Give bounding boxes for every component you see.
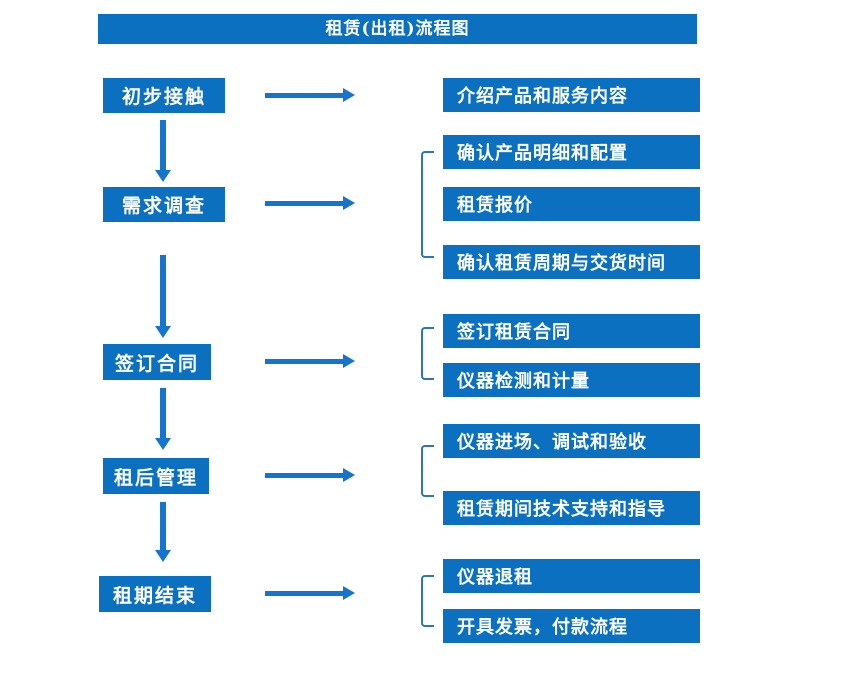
detail-box-instrument-return: 仪器退租 <box>443 559 700 593</box>
group-bracket <box>421 575 434 627</box>
arrow-down-icon <box>155 502 171 562</box>
detail-box-confirm-product-details-config: 确认产品明细和配置 <box>443 135 700 169</box>
arrow-right-icon <box>265 586 355 600</box>
step-box-initial-contact: 初步接触 <box>103 78 225 113</box>
arrow-down-icon <box>155 120 171 182</box>
detail-box-instrument-testing-metrology: 仪器检测和计量 <box>443 363 700 397</box>
arrow-right-icon <box>265 354 355 368</box>
step-box-demand-survey: 需求调查 <box>103 187 225 222</box>
arrow-right-icon <box>265 88 355 102</box>
group-bracket <box>421 327 434 380</box>
step-box-sign-contract: 签订合同 <box>103 344 211 380</box>
arrow-down-icon <box>155 388 171 450</box>
arrow-down-icon <box>155 255 171 338</box>
arrow-right-icon <box>265 468 355 482</box>
group-bracket <box>421 151 434 258</box>
step-box-post-rental-management: 租后管理 <box>103 458 209 494</box>
page-title: 租赁(出租)流程图 <box>98 14 697 44</box>
detail-box-invoice-payment-process: 开具发票，付款流程 <box>443 609 700 643</box>
detail-box-sign-rental-contract: 签订租赁合同 <box>443 314 700 348</box>
detail-box-introduce-products-services: 介绍产品和服务内容 <box>443 78 700 112</box>
detail-box-rental-period-tech-support: 租赁期间技术支持和指导 <box>443 491 700 525</box>
arrow-right-icon <box>265 196 355 210</box>
detail-box-confirm-rental-period-delivery: 确认租赁周期与交货时间 <box>443 245 700 279</box>
step-box-rental-end: 租期结束 <box>99 576 211 612</box>
detail-box-rental-quotation: 租赁报价 <box>443 187 700 221</box>
group-bracket <box>421 445 434 497</box>
detail-box-instrument-entry-debug-acceptance: 仪器进场、调试和验收 <box>443 424 700 458</box>
